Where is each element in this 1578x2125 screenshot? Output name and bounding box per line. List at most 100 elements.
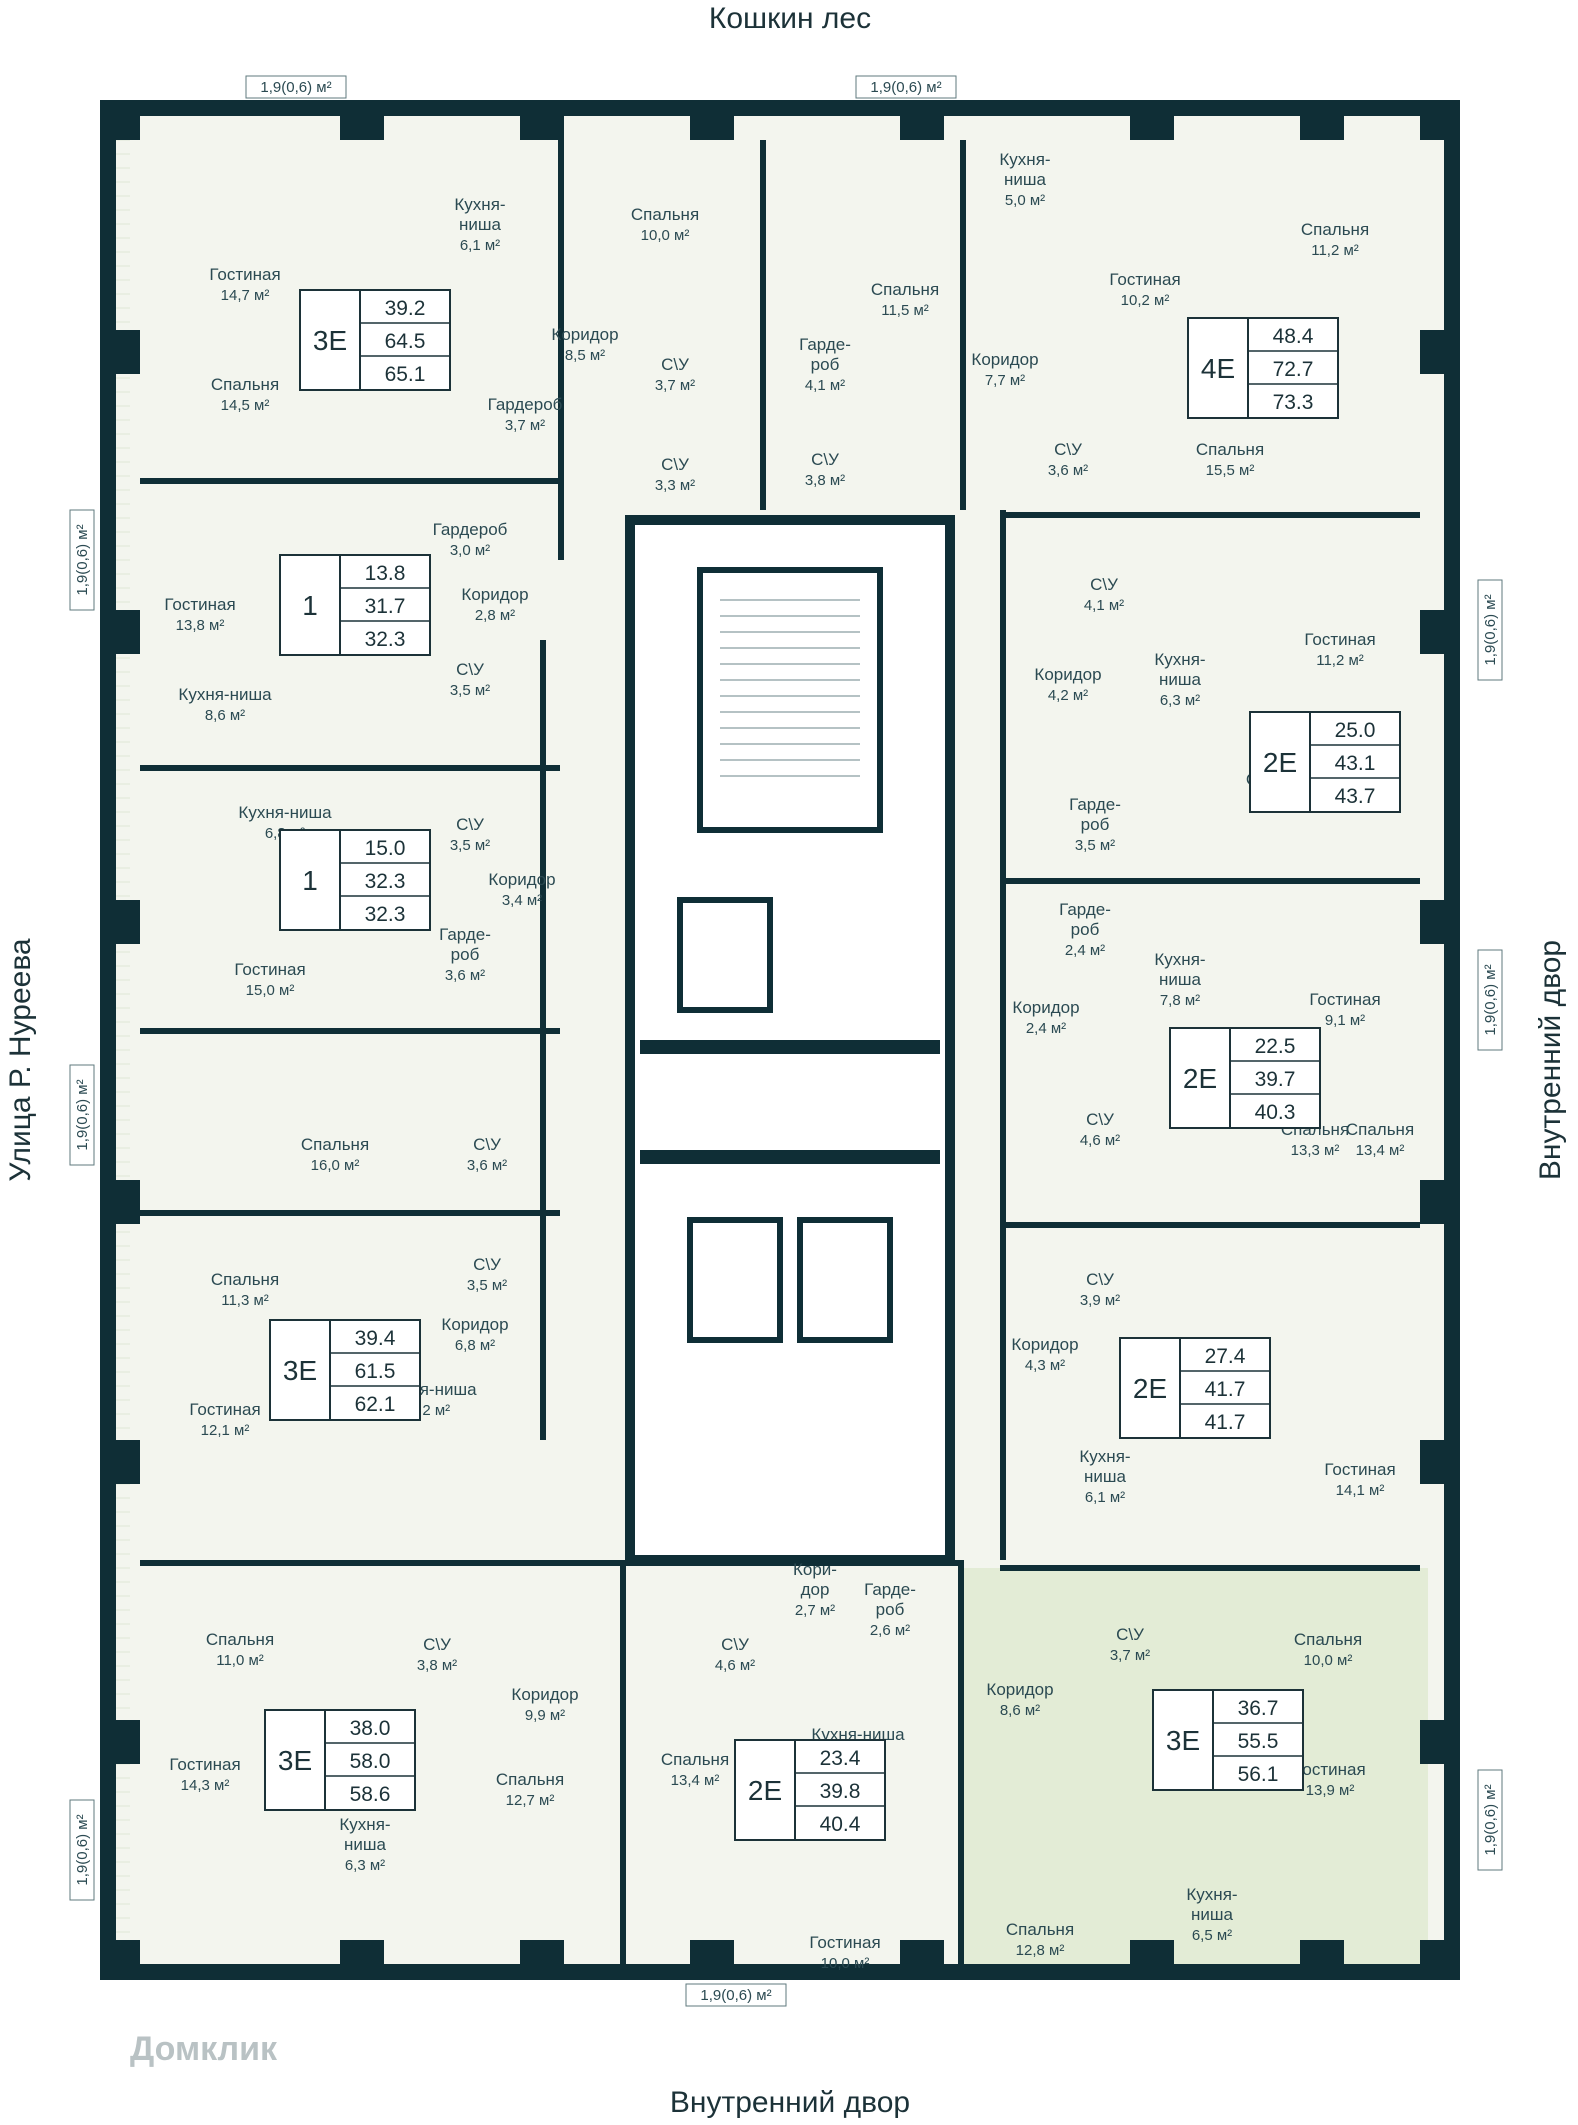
room-name: ниша <box>1004 170 1047 189</box>
wall-segment <box>340 1940 384 1980</box>
room-name: Гарде- <box>439 925 491 944</box>
balcony-marker: 1,9(0,6) м² <box>1477 949 1503 1051</box>
room-area: 2,7 м² <box>795 1602 835 1619</box>
room-area: 6,5 м² <box>1192 1927 1232 1944</box>
apartment-area: 43.7 <box>1335 785 1376 808</box>
room-area: 15,0 м² <box>246 982 295 999</box>
wall-segment <box>140 478 560 484</box>
room-area: 11,2 м² <box>1316 652 1364 669</box>
room-name: Спальня <box>1294 1630 1362 1649</box>
floor-plan-walls <box>100 100 1460 1980</box>
room-name: Коридор <box>488 870 555 889</box>
room-area: 9,9 м² <box>525 1707 565 1724</box>
wall-segment <box>100 100 140 140</box>
room-name: Коридор <box>441 1315 508 1334</box>
room-area: 14,1 м² <box>1336 1482 1385 1499</box>
room-area: 3,5 м² <box>1075 837 1115 854</box>
wall-segment <box>1420 1720 1460 1764</box>
balcony-frame <box>1477 949 1503 1051</box>
balcony-frame <box>69 1799 95 1901</box>
room-name: Кухня- <box>454 195 505 214</box>
room-name: Коридор <box>1011 1335 1078 1354</box>
room-area: 13,4 м² <box>1356 1142 1405 1159</box>
apartment-area: 23.4 <box>820 1747 861 1770</box>
balcony-marker: 1,9(0,6) м² <box>855 75 957 99</box>
wall-segment <box>1444 100 1460 1980</box>
room-area: 3,5 м² <box>450 837 490 854</box>
room-area: 13,8 м² <box>176 617 225 634</box>
room-name: Коридор <box>1012 998 1079 1017</box>
room-area: 12,7 м² <box>506 1792 555 1809</box>
room-label: Спальня 12,7 м² <box>496 1770 564 1809</box>
apartment-area: 32.3 <box>365 903 406 926</box>
apartment-box-frame <box>1119 1337 1271 1439</box>
balcony-frame <box>855 75 957 99</box>
room-name: Гостиная <box>1309 990 1380 1009</box>
room-area: 8,5 м² <box>565 347 605 364</box>
room-name: Гостиная <box>1304 630 1375 649</box>
balcony-label: 1,9(0,6) м² <box>260 79 331 96</box>
wall-segment <box>1000 1565 1420 1571</box>
room-name: Спальня <box>211 1270 279 1289</box>
apartment-code: 1 <box>302 865 318 896</box>
room-name: ниша <box>459 215 502 234</box>
room-name: Спальня <box>301 1135 369 1154</box>
wall-segment <box>100 1720 140 1764</box>
elevator-shaft <box>797 1217 893 1343</box>
apartment-area: 32.3 <box>365 870 406 893</box>
room-name: Гардероб <box>488 395 563 414</box>
apartment-area: 65.1 <box>385 363 426 386</box>
apartment-area: 22.5 <box>1255 1035 1296 1058</box>
stair-elevator-core <box>625 515 955 1565</box>
wall-segment <box>100 900 140 944</box>
room-area: 6,8 м² <box>455 1337 495 1354</box>
room-name: Гарде- <box>799 335 851 354</box>
room-area: 6,1 м² <box>460 237 500 254</box>
apartment-box-a3: 113.831.732.3 <box>279 554 431 656</box>
stairwell <box>697 567 883 833</box>
room-name: С\У <box>456 815 484 834</box>
room-area: 9,1 м² <box>1325 1012 1365 1029</box>
wall-segment <box>520 100 564 140</box>
street-label-bottom: Внутренний двор <box>670 2086 910 2119</box>
room-area: 14,5 м² <box>221 397 270 414</box>
wall-segment <box>960 140 966 510</box>
wall-segment <box>1000 1222 1420 1228</box>
room-name: Кухня- <box>1186 1885 1237 1904</box>
room-name: Спальня <box>496 1770 564 1789</box>
apartment-area: 72.7 <box>1273 358 1314 381</box>
room-area: 6,1 м² <box>1085 1489 1125 1506</box>
room-name: С\У <box>1090 575 1118 594</box>
wall-segment <box>1420 1940 1460 1980</box>
apartment-area: 41.7 <box>1205 1411 1246 1434</box>
room-label: С\У3,8 м² <box>805 450 845 489</box>
wall-segment <box>1000 878 1420 884</box>
room-name: Кори- <box>793 1560 837 1579</box>
room-name: дор <box>801 1580 830 1599</box>
room-area: 4,1 м² <box>1084 597 1124 614</box>
apartment-area: 58.0 <box>350 1750 391 1773</box>
room-name: С\У <box>661 455 689 474</box>
room-name: Коридор <box>1034 665 1101 684</box>
room-name: Спальня <box>206 1630 274 1649</box>
room-area: 3,7 м² <box>505 417 545 434</box>
room-label: Кухня-ниша 6,1 м² <box>454 195 505 254</box>
apartment-code: 3Е <box>313 325 347 356</box>
room-area: 7,7 м² <box>985 372 1025 389</box>
room-name: Спальня <box>1301 220 1369 239</box>
apartment-box-frame <box>279 554 431 656</box>
balcony-marker: 1,9(0,6) м² <box>245 75 347 99</box>
street-label-right: Внутренний двор <box>1534 940 1567 1180</box>
room-name: Коридор <box>986 1680 1053 1699</box>
room-name: С\У <box>473 1135 501 1154</box>
